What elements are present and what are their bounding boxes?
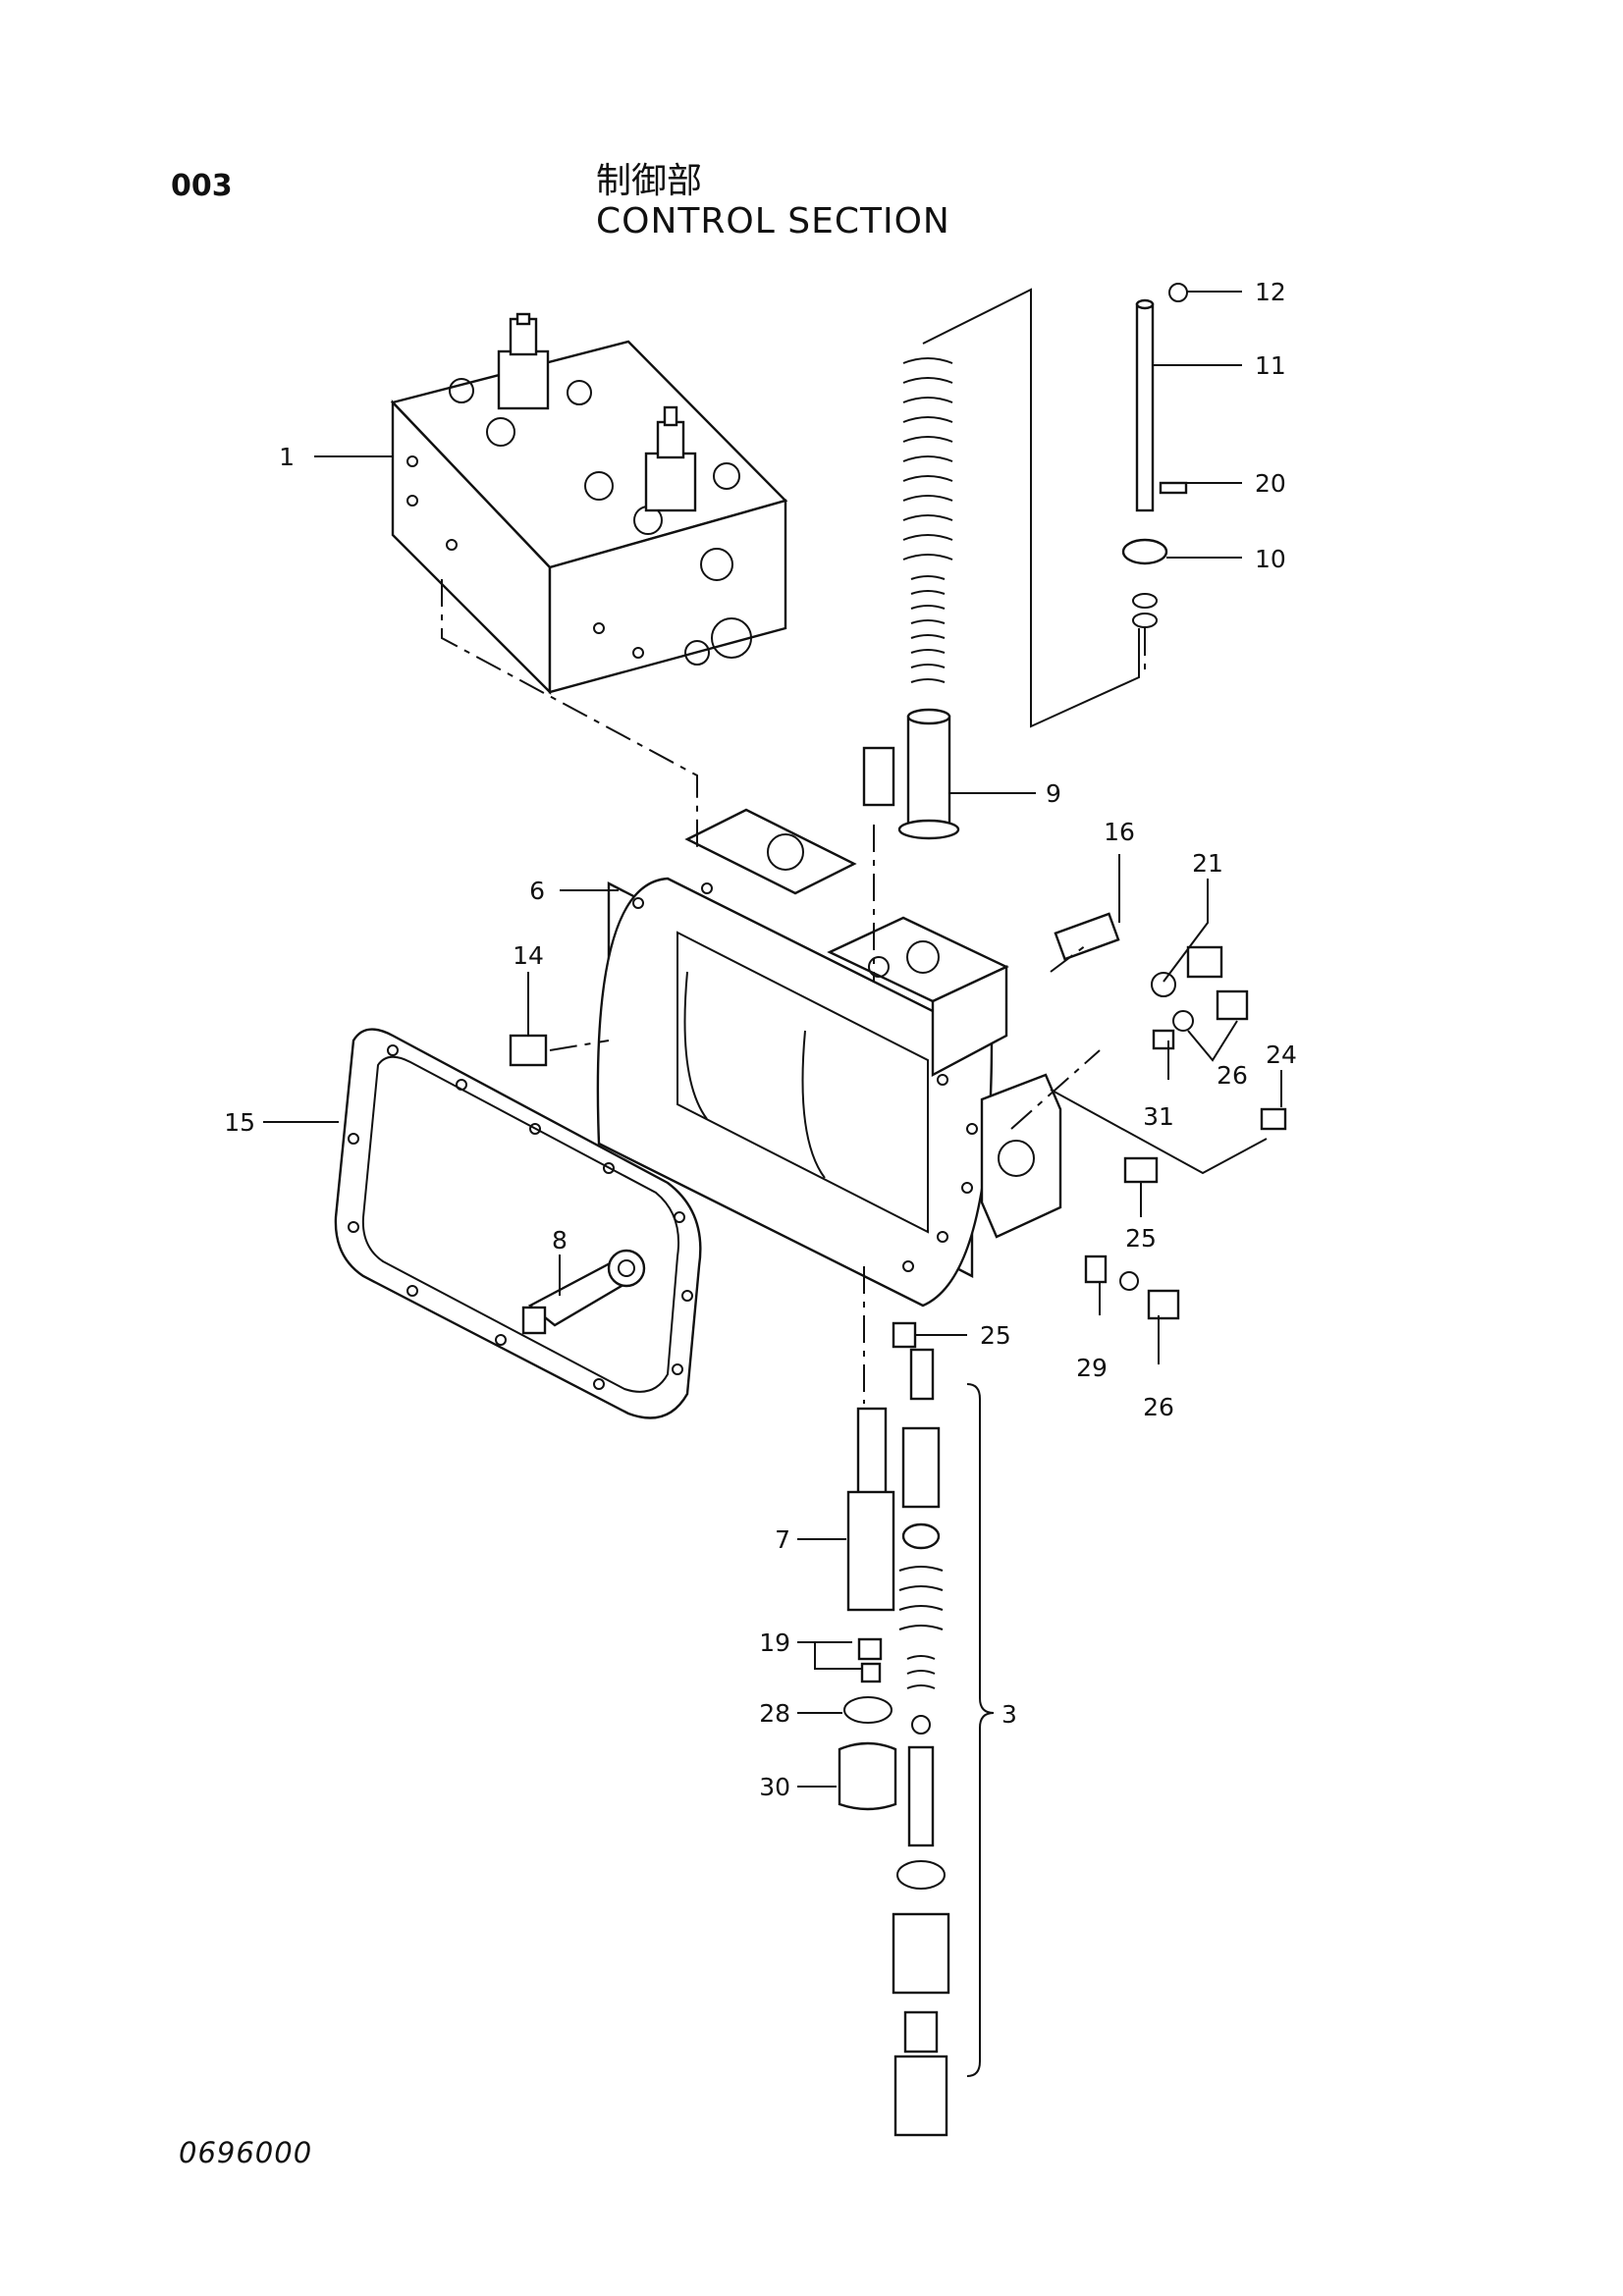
callout-20: 20 <box>1255 469 1286 498</box>
part-11-rod-assembly <box>1121 283 1188 628</box>
callout-19: 19 <box>759 1629 790 1657</box>
part-14-pin <box>509 1034 548 1067</box>
part-19-plug-upper <box>857 1637 883 1661</box>
callout-30: 30 <box>759 1773 790 1801</box>
callout-8: 8 <box>552 1226 568 1255</box>
callout-24: 24 <box>1266 1041 1297 1069</box>
part-28-o-ring <box>843 1696 893 1724</box>
callout-26-lower: 26 <box>1143 1393 1174 1421</box>
page-code: 003 <box>171 169 233 203</box>
section-title-japanese: 制御部 <box>596 161 703 201</box>
part-6-casing <box>596 808 1062 1308</box>
part-19-plug-lower <box>860 1662 882 1683</box>
callout-7: 7 <box>775 1525 790 1554</box>
part-3-valve-stack <box>892 1348 950 2137</box>
spring-stack-upper <box>897 357 960 840</box>
part-30-cap <box>838 1741 897 1811</box>
part-7-sleeve <box>846 1407 895 1612</box>
callout-12: 12 <box>1255 278 1286 306</box>
part-15-gasket <box>334 1028 702 1419</box>
callout-11: 11 <box>1255 351 1286 380</box>
callout-16: 16 <box>1104 818 1135 846</box>
part-9-sleeve-small <box>862 746 895 807</box>
callout-3: 3 <box>1001 1700 1017 1729</box>
callout-15: 15 <box>224 1108 255 1137</box>
callout-31: 31 <box>1143 1102 1174 1131</box>
callout-29: 29 <box>1076 1354 1108 1382</box>
fittings-right <box>892 912 1287 1349</box>
callout-26-upper: 26 <box>1217 1061 1248 1090</box>
callout-25-right: 25 <box>1125 1224 1157 1253</box>
callout-1: 1 <box>279 443 295 471</box>
part-1-valve-block <box>390 312 788 695</box>
callout-28: 28 <box>759 1699 790 1728</box>
callout-labels: 1 3 6 7 8 9 10 11 12 14 15 16 19 20 21 2… <box>224 278 1297 1801</box>
callout-10: 10 <box>1255 545 1286 573</box>
section-title-english: CONTROL SECTION <box>596 201 950 241</box>
callout-6: 6 <box>529 877 545 905</box>
callout-9: 9 <box>1046 779 1061 808</box>
callout-14: 14 <box>513 941 544 970</box>
part-8-pin <box>521 1249 646 1335</box>
callout-21: 21 <box>1192 849 1223 878</box>
callout-25-lower: 25 <box>980 1321 1011 1350</box>
drawing-number: 0696000 <box>179 2136 313 2169</box>
